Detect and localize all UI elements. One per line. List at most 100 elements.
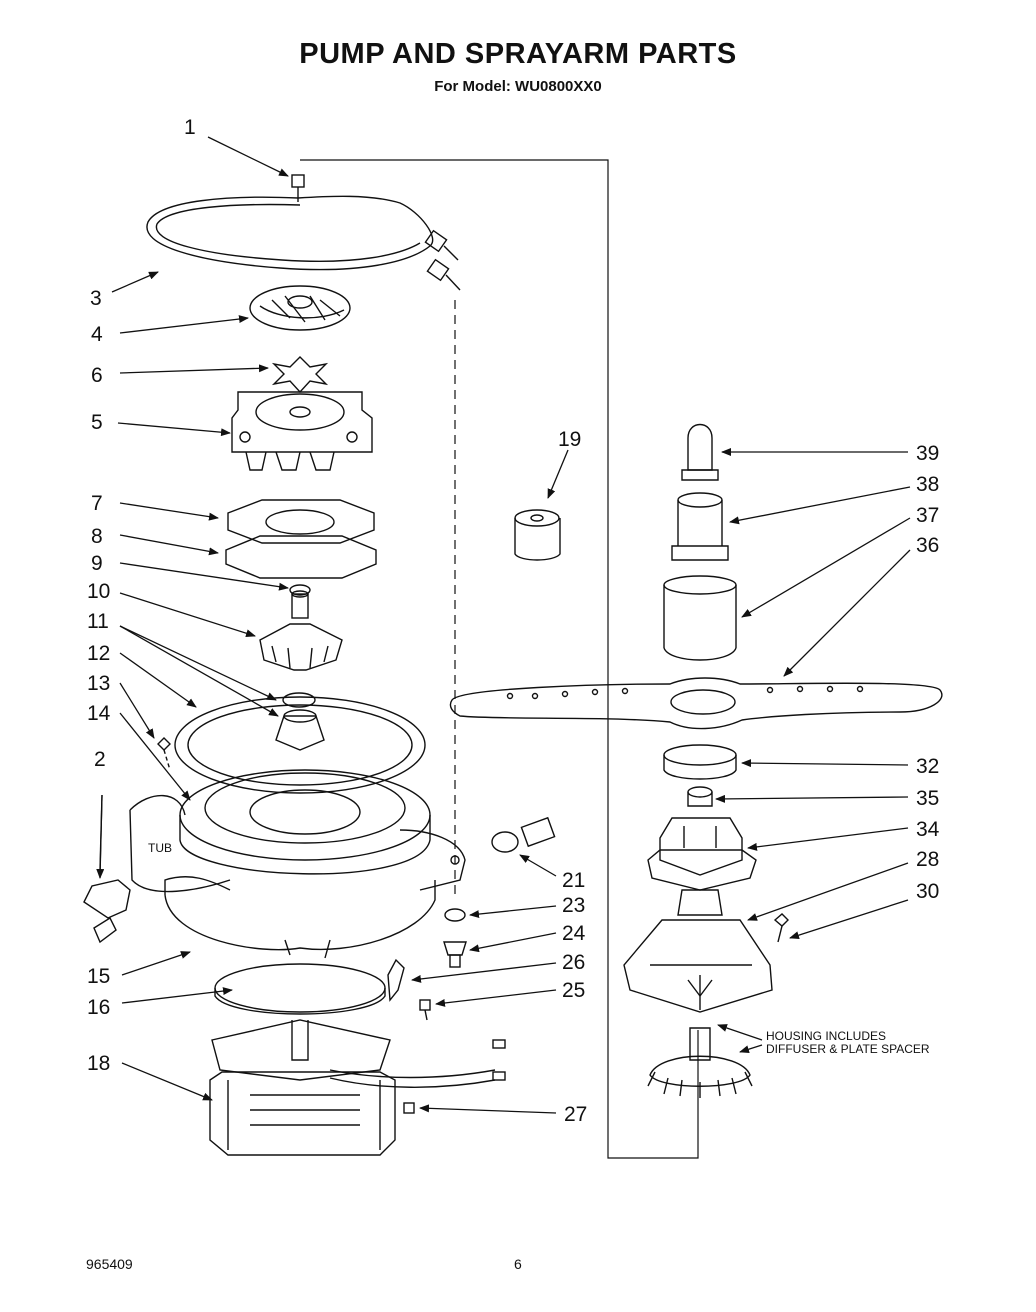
- label-part-10: 10: [87, 580, 110, 603]
- part-32-ring: [663, 744, 737, 780]
- leader-38: [729, 486, 911, 525]
- label-part-6: 6: [91, 364, 103, 387]
- page-title: PUMP AND SPRAYARM PARTS: [299, 38, 737, 70]
- leader-11b: [119, 625, 279, 717]
- label-part-9: 9: [91, 552, 103, 575]
- part-12-gasket-ring: [174, 696, 426, 794]
- part-28-pump-housing: [623, 889, 773, 1013]
- label-part-28: 28: [916, 848, 939, 871]
- part-4-chopper-disk: [249, 285, 351, 331]
- leader-6: [119, 364, 269, 374]
- label-part-37: 37: [916, 504, 939, 527]
- part-7-plate: [227, 499, 375, 544]
- label-part-8: 8: [91, 525, 103, 548]
- label-part-18: 18: [87, 1052, 110, 1075]
- label-part-35: 35: [916, 787, 939, 810]
- part-24-check-valve: [443, 941, 467, 968]
- part-8-gasket: [225, 535, 377, 579]
- part-3-tube: [146, 195, 461, 291]
- part-1-screw: [291, 174, 305, 202]
- part-10-impeller: [259, 590, 343, 671]
- leader-27: [419, 1104, 557, 1114]
- leader-7: [119, 502, 219, 521]
- part-18-motor: [209, 1019, 506, 1156]
- part-30-screw: [773, 913, 789, 943]
- label-part-32: 32: [916, 755, 939, 778]
- part-34-collar: [647, 817, 757, 891]
- label-part-15: 15: [87, 965, 110, 988]
- label-part-4: 4: [91, 323, 103, 346]
- part-36-spray-arm: [449, 677, 943, 730]
- label-part-39: 39: [916, 442, 939, 465]
- label-part-7: 7: [91, 492, 103, 515]
- part-9-seal: [289, 584, 311, 596]
- document-number: 965409: [86, 1256, 133, 1272]
- label-part-12: 12: [87, 642, 110, 665]
- part-37-manifold: [663, 575, 737, 661]
- leader-28: [747, 862, 909, 921]
- leader-10: [119, 592, 256, 638]
- part-23-grommet: [444, 908, 466, 922]
- leader-36: [783, 549, 911, 677]
- label-part-14: 14: [87, 702, 111, 725]
- leader-21: [519, 854, 557, 877]
- leader-3: [111, 271, 159, 293]
- label-tub: TUB: [148, 841, 172, 855]
- leader-8: [119, 534, 219, 556]
- leader-23: [469, 905, 557, 919]
- part-27-screw: [403, 1102, 415, 1114]
- part-35-bearing: [687, 786, 713, 807]
- label-part-21: 21: [562, 869, 585, 892]
- part-11-hub: [275, 709, 325, 751]
- leader-9: [119, 562, 289, 591]
- leader-1: [207, 136, 289, 177]
- part-16-seal-plate: [214, 963, 386, 1015]
- part-39-stem: [681, 423, 719, 481]
- part-14-sump: [129, 769, 466, 893]
- leader-15: [121, 951, 191, 976]
- leader-5: [117, 422, 231, 437]
- leader-34: [747, 827, 909, 851]
- label-part-38: 38: [916, 473, 939, 496]
- leader-14: [119, 712, 191, 801]
- part-13-bolt: [157, 737, 171, 771]
- assembly-line-right: [300, 159, 699, 1159]
- leader-housing-b: [739, 1044, 763, 1054]
- leader-37: [741, 517, 911, 618]
- label-part-36: 36: [916, 534, 939, 557]
- part-15-tub-section: [164, 876, 436, 959]
- label-part-27: 27: [564, 1103, 587, 1126]
- part-2-bracket: [83, 794, 131, 944]
- part-19-spacer: [514, 509, 561, 561]
- page-number: 6: [514, 1256, 522, 1272]
- leader-13: [119, 682, 155, 739]
- part-25-screw: [419, 999, 431, 1021]
- leader-24: [469, 932, 557, 953]
- part-5-pump-housing: [231, 391, 373, 471]
- leader-16: [121, 987, 233, 1004]
- leader-35: [715, 794, 909, 803]
- label-part-34: 34: [916, 818, 940, 841]
- label-part-25: 25: [562, 979, 585, 1002]
- leader-19: [547, 449, 569, 499]
- label-part-13: 13: [87, 672, 110, 695]
- part-38-tube: [671, 492, 729, 561]
- housing-note-line1: HOUSING INCLUDES: [766, 1029, 886, 1043]
- label-part-3: 3: [90, 287, 102, 310]
- housing-note-line2: DIFFUSER & PLATE SPACER: [766, 1042, 930, 1056]
- leader-2: [96, 794, 105, 879]
- leader-housing-a: [717, 1024, 763, 1041]
- part-26-clip: [387, 958, 405, 1002]
- leader-11a: [119, 625, 277, 701]
- label-part-23: 23: [562, 894, 585, 917]
- label-part-11: 11: [87, 610, 109, 633]
- part-6-star-seal: [271, 356, 329, 394]
- housing-diffuser: [647, 1027, 753, 1098]
- leader-12: [119, 652, 197, 708]
- label-part-24: 24: [562, 922, 586, 945]
- part-11-seal-ring: [282, 692, 316, 708]
- label-part-16: 16: [87, 996, 110, 1019]
- label-part-2: 2: [94, 748, 106, 771]
- label-part-1: 1: [184, 116, 196, 139]
